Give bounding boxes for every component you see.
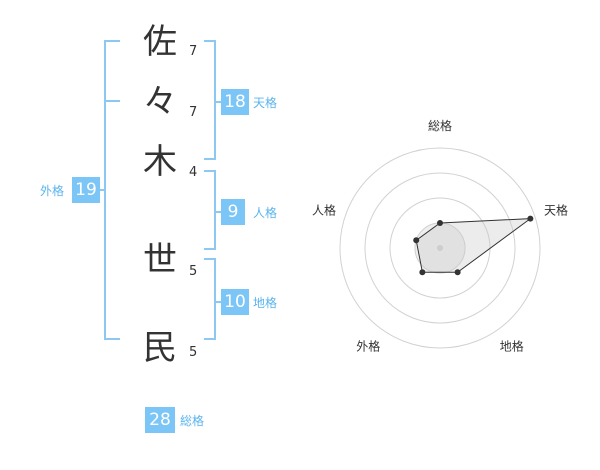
stroke-count-4: 5 (189, 264, 198, 279)
soukaku-label: 総格 (180, 414, 205, 428)
gaikaku-label: 外格 (40, 184, 65, 198)
radar-point-4 (413, 237, 420, 244)
soukaku-value: 28 (145, 407, 175, 433)
tenkaku-value: 18 (221, 89, 249, 115)
name-char-1: 佐 (143, 22, 177, 62)
radar-axis-label-0: 総格 (428, 118, 452, 133)
radar-axis-label-4: 人格 (312, 202, 336, 217)
name-char-4: 世 (143, 240, 177, 280)
stroke-count-1: 7 (189, 44, 198, 59)
radar-point-2 (454, 269, 461, 276)
name-char-2: 々 (143, 82, 177, 122)
name-char-3: 木 (143, 142, 177, 182)
name-char-5: 民 (143, 328, 177, 368)
radar-point-0 (437, 220, 443, 226)
radar-point-1 (527, 215, 534, 222)
radar-ring (364, 172, 516, 324)
stroke-count-2: 7 (189, 105, 198, 120)
jinkaku-label: 人格 (253, 206, 278, 220)
chikaku-label: 地格 (253, 296, 278, 310)
tenkaku-label: 天格 (253, 96, 278, 110)
chikaku-value: 10 (221, 289, 249, 315)
jinkaku-value: 9 (221, 199, 245, 225)
radar-axis-label-2: 地格 (500, 339, 524, 354)
radar-point-3 (419, 269, 426, 276)
radar-axis-label-1: 天格 (544, 202, 568, 217)
gaikaku-value: 19 (72, 177, 100, 203)
stroke-count-3: 4 (189, 165, 198, 180)
radar-center-dot (437, 245, 443, 251)
stroke-count-5: 5 (189, 345, 198, 360)
radar-series-polygon (415, 218, 533, 273)
radar-ring (339, 147, 541, 349)
radar-axis-label-3: 外格 (356, 339, 380, 354)
